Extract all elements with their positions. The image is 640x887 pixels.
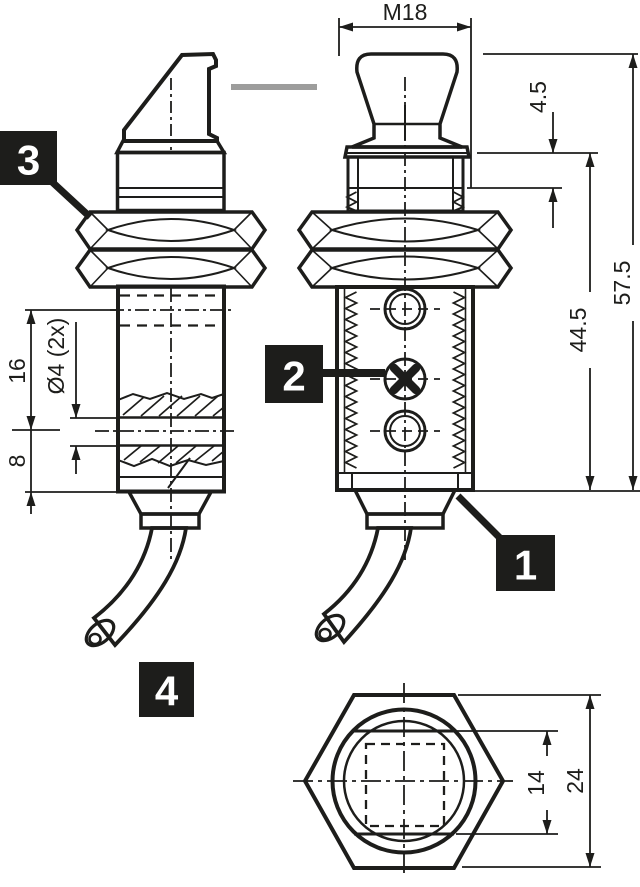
callout-2-label: 2 [282,353,305,400]
dim-44-5-label: 44.5 [565,308,591,353]
side-section-break [167,457,191,489]
front-thread-zigzag-left [343,291,359,469]
side-gland [126,490,214,516]
callout-4-label: 4 [155,668,179,715]
dim-14: 14 [456,730,558,835]
front-thread-upper-left [344,191,359,212]
front-view [296,52,514,646]
dim-57-5: 57.5 [483,53,640,490]
dim-24-label: 24 [562,768,588,794]
side-upper-body [115,150,226,213]
dim-14-label: 14 [523,770,549,796]
callout-1: 1 [455,493,555,591]
side-head-outline [122,51,219,143]
dim-24: 24 [458,694,601,868]
bottom-hexagon [302,693,506,870]
front-led-top [370,287,440,331]
side-view [74,51,268,648]
dim-4-5: 4.5 [467,81,598,228]
dim-44-5: 44.5 [564,153,595,490]
dim-m18-label: M18 [383,0,428,25]
dim-hole-diameter: Ø4 (2x) [43,318,120,474]
front-thread-upper-right [451,191,466,212]
dim-4-5-label: 4.5 [525,81,551,113]
side-cable-end [84,618,116,648]
callout-1-label: 1 [514,542,537,589]
callout-3-label: 3 [17,137,40,184]
front-led-bottom [370,409,440,453]
side-hatch-band2 [117,445,225,468]
callout-3: 3 [0,131,93,220]
side-gland-sleeve [139,512,201,530]
dim-16-label: 16 [4,358,30,384]
dim-57-5-label: 57.5 [609,261,635,306]
bottom-inner-circle [342,719,466,843]
front-cable-wire [318,627,332,641]
callout-2: 2 [265,345,385,403]
front-potentiometer [370,357,440,401]
side-nuts [74,210,268,289]
bottom-outer-circle [330,707,478,855]
dim-16: 16 [4,309,120,431]
dim-8: 8 [4,430,128,514]
front-thread-zigzag-right [451,291,467,469]
front-nuts [296,210,514,289]
front-cable-end [314,613,346,643]
side-hatch-band1 [117,391,225,419]
beam-indicator [231,84,317,90]
front-collar [342,145,472,159]
callout-4: 4 [139,662,194,717]
dim-8-label: 8 [4,455,30,468]
front-head-outline [351,52,463,149]
bottom-hidden-square [364,742,446,828]
side-cable-wire [88,632,102,646]
dimensions: M18 4.5 57.5 44.5 [4,0,640,868]
bottom-view [293,683,513,877]
dim-m18: M18 [338,0,472,188]
dim-hole-diameter-label: Ø4 (2x) [43,318,69,395]
callouts: 3 2 1 4 [0,131,555,717]
side-cable [91,526,189,648]
cross-slot-icon [389,363,421,395]
front-cable [321,526,414,646]
